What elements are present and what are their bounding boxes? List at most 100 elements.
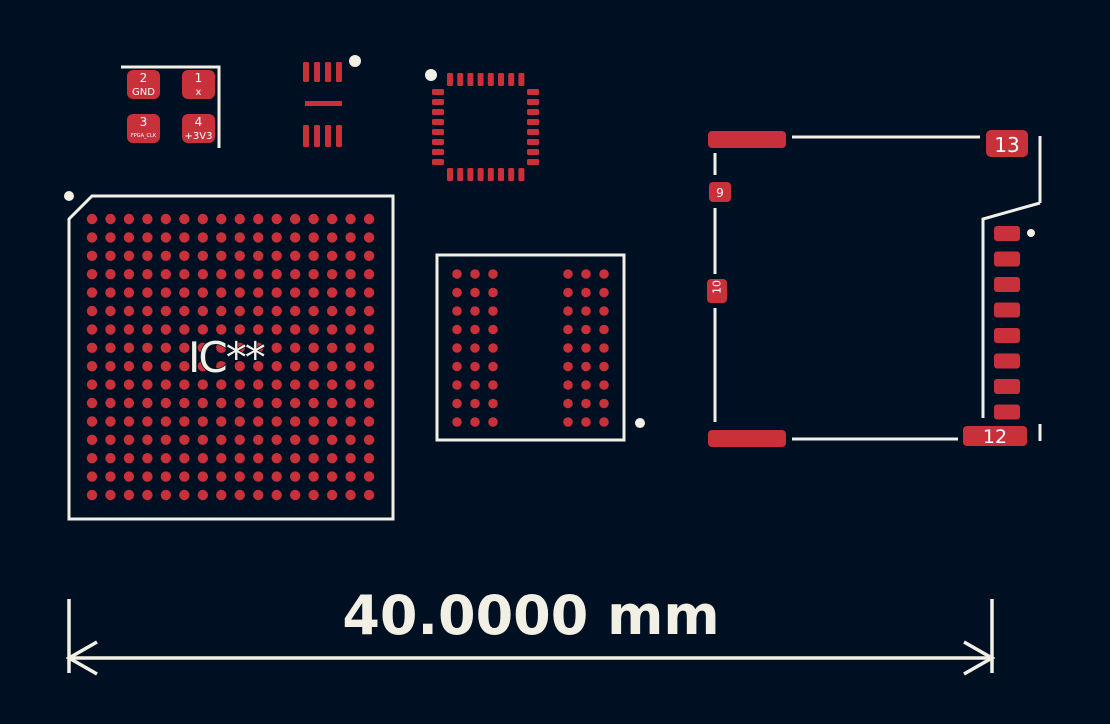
bga-ball[interactable] bbox=[123, 213, 135, 225]
bga-ball[interactable] bbox=[253, 453, 264, 464]
bga-ball[interactable] bbox=[363, 379, 375, 390]
bga-ball[interactable] bbox=[253, 232, 264, 243]
bga-ball[interactable] bbox=[86, 213, 98, 225]
qfn-pad[interactable] bbox=[498, 168, 504, 181]
bga-ball[interactable] bbox=[86, 397, 98, 409]
bga-ball[interactable] bbox=[216, 269, 227, 280]
bga-ball[interactable] bbox=[142, 453, 153, 464]
bga-ball[interactable] bbox=[599, 269, 609, 279]
bga-ball[interactable] bbox=[563, 269, 573, 279]
soic-pad[interactable] bbox=[303, 62, 309, 82]
bga-ball[interactable] bbox=[345, 397, 356, 409]
bga-ball[interactable] bbox=[289, 305, 301, 317]
sd-pad-13[interactable]: 13 bbox=[986, 130, 1028, 157]
bga-ball[interactable] bbox=[234, 489, 245, 501]
bga-ball[interactable] bbox=[234, 213, 245, 225]
bga-ball[interactable] bbox=[216, 434, 227, 445]
bga-ball[interactable] bbox=[599, 324, 609, 335]
bga-ball[interactable] bbox=[470, 324, 480, 335]
bga-ball[interactable] bbox=[105, 287, 116, 298]
bga-ball[interactable] bbox=[197, 379, 209, 390]
bga-ball[interactable] bbox=[179, 342, 190, 353]
bga-ball[interactable] bbox=[142, 213, 153, 225]
bga-ball[interactable] bbox=[326, 342, 338, 353]
bga-ball[interactable] bbox=[142, 434, 153, 445]
bga-ball[interactable] bbox=[123, 269, 135, 280]
bga-ball[interactable] bbox=[563, 306, 573, 316]
bga-ball[interactable] bbox=[123, 305, 135, 317]
bga-ball[interactable] bbox=[308, 434, 319, 445]
bga-ball[interactable] bbox=[123, 232, 135, 243]
bga-ball[interactable] bbox=[105, 342, 116, 353]
bga-ball[interactable] bbox=[160, 305, 172, 317]
sd-contact-pad[interactable] bbox=[994, 251, 1020, 267]
bga-ball[interactable] bbox=[234, 416, 245, 427]
qfn32-footprint[interactable] bbox=[425, 69, 539, 181]
bga-ball[interactable] bbox=[363, 397, 375, 409]
bga-ball[interactable] bbox=[452, 269, 462, 279]
sd-card-connector-footprint[interactable]: 13 12 9 10 bbox=[707, 130, 1042, 448]
bga-ball[interactable] bbox=[105, 305, 116, 317]
bga-ball[interactable] bbox=[234, 471, 245, 482]
bga-ball[interactable] bbox=[86, 361, 98, 372]
bga-ball[interactable] bbox=[363, 305, 375, 317]
qfn-pad[interactable] bbox=[457, 73, 464, 86]
qfn-pad[interactable] bbox=[527, 149, 539, 155]
bga-ball[interactable] bbox=[271, 305, 282, 317]
bga-ball[interactable] bbox=[326, 324, 338, 335]
qfn-pad[interactable] bbox=[527, 139, 539, 145]
bga-ball[interactable] bbox=[105, 379, 116, 390]
bga-ball[interactable] bbox=[308, 250, 319, 261]
bga-ball[interactable] bbox=[216, 453, 227, 464]
bga-ball[interactable] bbox=[326, 287, 338, 298]
bga-ball[interactable] bbox=[105, 213, 116, 225]
bga-ball[interactable] bbox=[253, 269, 264, 280]
bga-ball[interactable] bbox=[363, 324, 375, 335]
bga-ball[interactable] bbox=[234, 434, 245, 445]
bga-ball[interactable] bbox=[470, 361, 480, 372]
bga-ball[interactable] bbox=[234, 269, 245, 280]
bga-ball[interactable] bbox=[160, 213, 172, 225]
bga-ball[interactable] bbox=[253, 250, 264, 261]
bga-ball[interactable] bbox=[179, 287, 190, 298]
bga-ball[interactable] bbox=[308, 397, 319, 409]
bga-ball[interactable] bbox=[160, 397, 172, 409]
bga-ball[interactable] bbox=[308, 305, 319, 317]
bga-ball[interactable] bbox=[86, 250, 98, 261]
bga-ball[interactable] bbox=[142, 305, 153, 317]
bga-ball[interactable] bbox=[563, 361, 573, 372]
bga-ball[interactable] bbox=[105, 397, 116, 409]
bga-ball[interactable] bbox=[123, 416, 135, 427]
bga-ball[interactable] bbox=[363, 287, 375, 298]
bga-ball[interactable] bbox=[123, 361, 135, 372]
bga-ball[interactable] bbox=[123, 489, 135, 501]
bga-ball[interactable] bbox=[452, 324, 462, 335]
bga-ball[interactable] bbox=[363, 453, 375, 464]
qfn-pad[interactable] bbox=[527, 119, 539, 125]
bga-ball[interactable] bbox=[234, 250, 245, 261]
bga-ball[interactable] bbox=[308, 453, 319, 464]
bga-ball[interactable] bbox=[179, 416, 190, 427]
bga-ball[interactable] bbox=[253, 324, 264, 335]
bga-ball[interactable] bbox=[197, 397, 209, 409]
bga-ball[interactable] bbox=[234, 305, 245, 317]
bga-ball[interactable] bbox=[488, 306, 498, 316]
bga-ball[interactable] bbox=[234, 232, 245, 243]
bga-ball[interactable] bbox=[363, 416, 375, 427]
bga-ball[interactable] bbox=[289, 453, 301, 464]
small-bga-footprint[interactable] bbox=[435, 253, 645, 442]
bga-ball[interactable] bbox=[216, 361, 227, 372]
bga-ball[interactable] bbox=[488, 380, 498, 390]
qfn-pad[interactable] bbox=[432, 159, 444, 165]
qfn-pad[interactable] bbox=[432, 89, 444, 95]
bga-ball[interactable] bbox=[234, 287, 245, 298]
dimension-label[interactable]: 40.0000 mm bbox=[342, 584, 719, 647]
bga-ball[interactable] bbox=[179, 250, 190, 261]
qfn-pad[interactable] bbox=[518, 73, 525, 86]
bga-ball[interactable] bbox=[123, 379, 135, 390]
bga-ball[interactable] bbox=[160, 287, 172, 298]
bga-ball[interactable] bbox=[179, 213, 190, 225]
bga-ball[interactable] bbox=[216, 213, 227, 225]
bga-ball[interactable] bbox=[308, 379, 319, 390]
bga-ball[interactable] bbox=[326, 471, 338, 482]
